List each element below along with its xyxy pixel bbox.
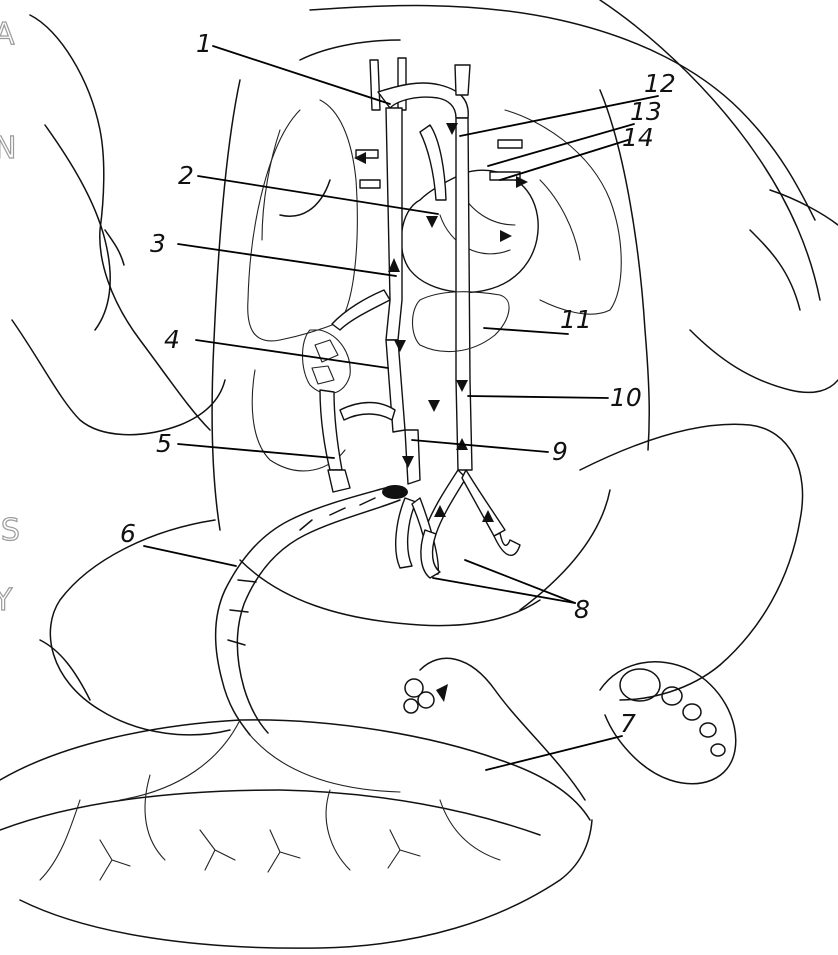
placenta (0, 720, 592, 948)
left-toe-2 (418, 692, 434, 708)
superior-vena-cava (386, 108, 402, 340)
hepatic-vein-end (328, 470, 350, 492)
leader-4 (196, 340, 388, 368)
right-thigh-outline (580, 424, 803, 665)
toe-5 (711, 744, 725, 756)
leader-1 (213, 46, 390, 104)
placenta-vessel-4 (326, 790, 350, 870)
ductus-venosus-branch (332, 290, 390, 330)
left-pulmonary-vessel-1 (498, 140, 522, 148)
pulmonary-trunk (420, 125, 446, 200)
torso-left-outline (212, 80, 240, 530)
right-pulmonary-vessel-2 (360, 180, 380, 188)
right-lung-outline (248, 100, 358, 341)
left-toe-3 (404, 699, 418, 713)
leader-10 (468, 396, 608, 398)
toe-3 (683, 704, 701, 720)
label-9: 9 (552, 437, 568, 466)
chest-crease (280, 180, 330, 216)
umbilical-artery-left-loop (396, 498, 416, 568)
leader-8b (465, 560, 575, 603)
edge-letter-a: A (0, 17, 17, 52)
placenta-cotyledon-1 (200, 830, 235, 870)
placenta-vessel-2 (250, 735, 400, 792)
label-13: 13 (630, 97, 662, 126)
left-hand-outline (12, 320, 225, 435)
cord-twist-5 (230, 610, 248, 612)
label-11: 11 (560, 305, 592, 334)
label-12: 12 (644, 69, 676, 98)
label-6: 6 (120, 519, 136, 548)
edge-letter-d: Y (0, 583, 14, 618)
placenta-vessel-3 (145, 775, 165, 860)
left-knee-crease (40, 640, 90, 700)
placenta-cotyledon-3 (388, 830, 420, 868)
left-thigh-outline (50, 520, 230, 735)
edge-watermark: A N JS Y (0, 17, 22, 618)
flow-arrow (428, 400, 440, 412)
cord-outline-inner (237, 500, 400, 733)
right-arm-crease (750, 230, 800, 310)
label-7: 7 (620, 709, 636, 738)
right-thigh-inner (520, 490, 610, 610)
toe-4 (700, 723, 716, 737)
cord-twist-6 (228, 640, 245, 645)
placenta-mid-edge (0, 790, 540, 835)
carotid-left (455, 65, 470, 95)
leader-7 (486, 736, 622, 770)
label-1: 1 (196, 29, 212, 58)
toe-2 (662, 687, 682, 705)
neck-outline (300, 40, 400, 60)
infant-body (12, 0, 838, 800)
leader-9 (412, 440, 548, 452)
label-8: 8 (574, 595, 590, 624)
right-shin-outline (620, 665, 720, 700)
label-14: 14 (622, 123, 654, 152)
umbilicus (382, 485, 408, 499)
edge-letters-c: JS (0, 513, 22, 548)
edge-letter-b: N (0, 131, 18, 166)
left-arm-outline (30, 15, 210, 430)
label-3: 3 (150, 229, 166, 258)
cord-twist-4 (238, 580, 256, 582)
label-2: 2 (178, 161, 194, 190)
leader-3 (178, 244, 396, 276)
big-toe (620, 669, 660, 701)
left-foot-shadow (436, 684, 448, 702)
label-10: 10 (610, 383, 642, 412)
portal-cell-2 (312, 366, 334, 384)
right-hand-outline (690, 330, 838, 392)
left-crease (105, 230, 124, 265)
right-femoral-branch (494, 533, 520, 555)
label-4: 4 (164, 325, 180, 354)
cord-twist-3 (360, 498, 375, 505)
leader-6 (144, 546, 236, 566)
placenta-cotyledon-4 (100, 840, 130, 880)
umbilical-cord (216, 485, 408, 735)
cord-twist-1 (300, 520, 312, 530)
leader-5 (178, 444, 334, 458)
label-5: 5 (156, 429, 172, 458)
umbilical-vein-arch (340, 403, 395, 421)
left-foot-outline (420, 658, 585, 800)
cord-twist-2 (330, 508, 345, 515)
placenta-cotyledon-2 (268, 830, 300, 872)
jugular-right (370, 60, 380, 110)
right-iliac-artery (462, 470, 505, 536)
right-arm-edge (770, 190, 838, 225)
belly-outline (240, 560, 540, 626)
left-lung-fissure (540, 180, 580, 260)
placenta-bottom-edge (20, 820, 592, 948)
left-iliac-artery (425, 470, 466, 534)
